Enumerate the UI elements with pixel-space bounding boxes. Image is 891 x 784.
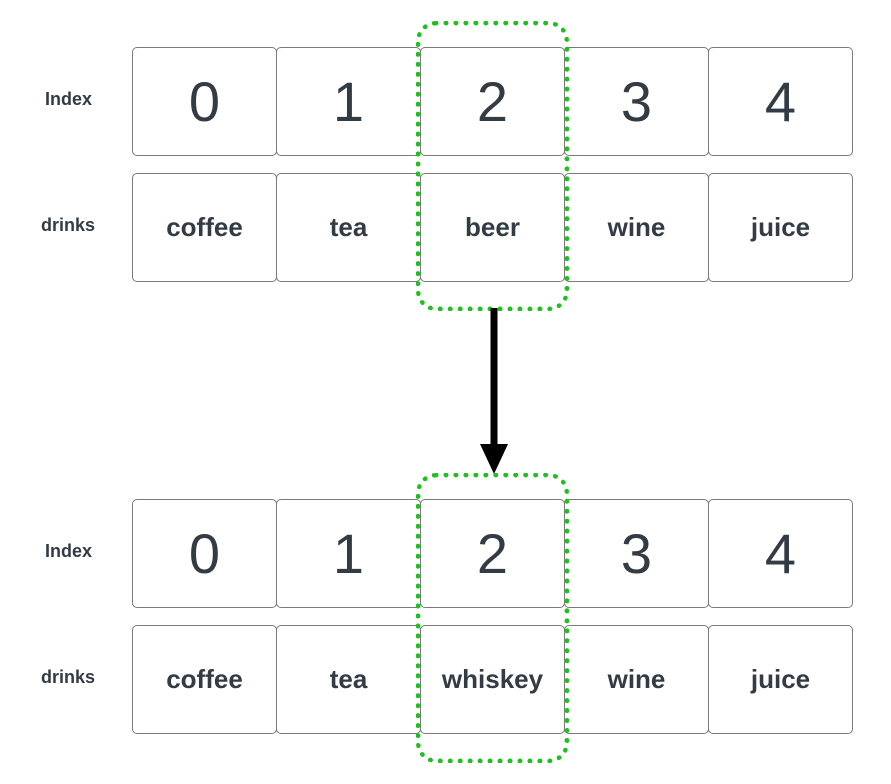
drink-cell-after-2: whiskey xyxy=(420,625,565,734)
highlight-box-after xyxy=(416,473,569,763)
index-cell-before-1: 1 xyxy=(276,47,421,156)
index-value: 4 xyxy=(764,522,797,585)
index-value: 1 xyxy=(332,522,365,585)
drink-value: juice xyxy=(750,664,811,694)
down-arrow-icon xyxy=(480,308,508,474)
drink-value: whiskey xyxy=(441,664,544,694)
index-row-label-before: Index xyxy=(45,89,93,109)
index-cell-after-1: 1 xyxy=(276,499,421,608)
index-cell-after-0: 0 xyxy=(132,499,277,608)
drink-value: beer xyxy=(465,212,520,242)
index-value: 2 xyxy=(476,70,509,133)
index-value: 0 xyxy=(188,522,221,585)
index-cell-before-3: 3 xyxy=(564,47,709,156)
index-cell-before-4: 4 xyxy=(708,47,853,156)
drink-cell-before-1: tea xyxy=(276,173,421,282)
drink-cell-after-4: juice xyxy=(708,625,853,734)
index-value: 0 xyxy=(188,70,221,133)
drink-value: wine xyxy=(607,664,666,694)
drink-cell-before-4: juice xyxy=(708,173,853,282)
index-value: 4 xyxy=(764,70,797,133)
highlight-box-before xyxy=(416,21,569,311)
drink-value: coffee xyxy=(166,212,243,242)
drink-cell-before-2: beer xyxy=(420,173,565,282)
index-value: 2 xyxy=(476,522,509,585)
index-cell-before-0: 0 xyxy=(132,47,277,156)
drinks-row-label-before: drinks xyxy=(41,215,96,235)
index-cell-after-3: 3 xyxy=(564,499,709,608)
index-row-label-after: Index xyxy=(45,541,93,561)
drink-value: wine xyxy=(607,212,666,242)
drinks-row-label-after: drinks xyxy=(41,667,96,687)
drink-cell-before-0: coffee xyxy=(132,173,277,282)
index-cell-after-2: 2 xyxy=(420,499,565,608)
drink-value: coffee xyxy=(166,664,243,694)
drink-cell-after-3: wine xyxy=(564,625,709,734)
index-value: 3 xyxy=(620,522,653,585)
drink-cell-before-3: wine xyxy=(564,173,709,282)
index-value: 1 xyxy=(332,70,365,133)
index-cell-before-2: 2 xyxy=(420,47,565,156)
drink-value: juice xyxy=(750,212,811,242)
drink-value: tea xyxy=(329,664,368,694)
drink-cell-after-1: tea xyxy=(276,625,421,734)
index-value: 3 xyxy=(620,70,653,133)
drink-value: tea xyxy=(329,212,368,242)
index-cell-after-4: 4 xyxy=(708,499,853,608)
drink-cell-after-0: coffee xyxy=(132,625,277,734)
